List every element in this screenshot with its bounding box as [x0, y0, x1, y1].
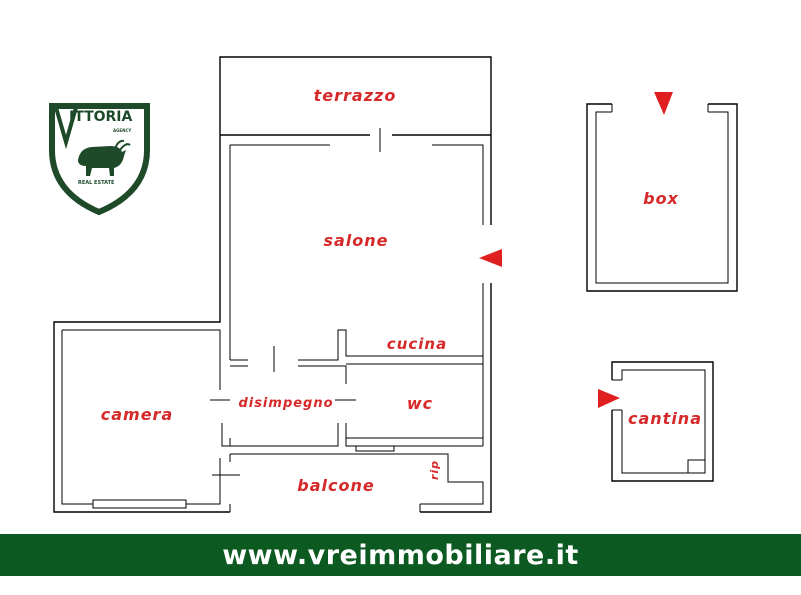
- website-link[interactable]: www.vreimmobiliare.it: [222, 539, 579, 571]
- label-terrazzo: terrazzo: [314, 86, 397, 105]
- entrance-arrow-icon: [598, 389, 620, 408]
- agency-logo: ITTORIA AGENCY REAL ESTATE: [49, 103, 150, 216]
- label-cucina: cucina: [387, 335, 447, 353]
- apartment-walls: [53, 56, 492, 513]
- entrance-arrow-icon: [479, 249, 502, 267]
- footer-banner: www.vreimmobiliare.it: [0, 534, 801, 576]
- label-wc: wc: [407, 394, 433, 413]
- label-box: box: [643, 189, 679, 208]
- entrance-arrow-icon: [654, 92, 673, 115]
- label-balcone: balcone: [297, 476, 374, 495]
- label-rip: rip: [428, 460, 441, 480]
- bull-icon: [78, 139, 131, 176]
- label-salone: salone: [323, 231, 388, 250]
- cantina-walls: [611, 361, 714, 482]
- box-walls: [586, 103, 738, 292]
- label-camera: camera: [101, 405, 174, 424]
- logo-subtitle: REAL ESTATE: [78, 180, 115, 186]
- logo-tagline: AGENCY: [113, 128, 131, 133]
- label-cantina: cantina: [628, 409, 702, 428]
- logo-brand: ITTORIA: [69, 109, 133, 125]
- label-disimpegno: disimpegno: [238, 396, 333, 411]
